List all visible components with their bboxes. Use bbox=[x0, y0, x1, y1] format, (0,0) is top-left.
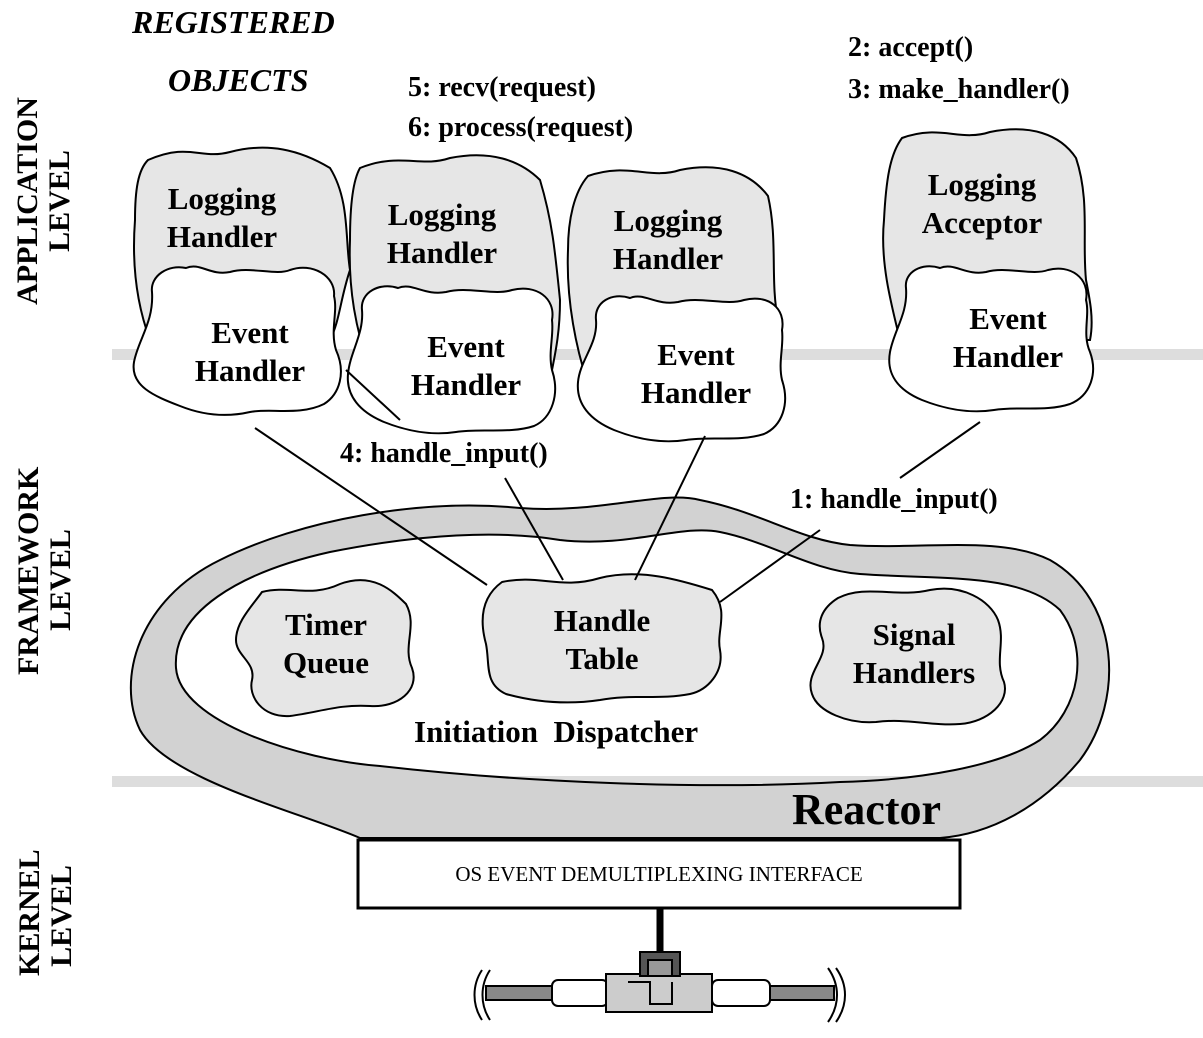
object-1-bottom-label: Event Handler bbox=[195, 314, 305, 390]
object-4-bottom-line1: Event bbox=[969, 301, 1047, 336]
reactor-ring bbox=[129, 496, 1111, 839]
object-1-bottom-line2: Handler bbox=[194, 353, 306, 388]
application-level-line1: APPLICATION bbox=[11, 97, 44, 305]
step-accept-label: 2: accept() bbox=[848, 32, 974, 63]
reactor-label: Reactor bbox=[792, 785, 942, 834]
connector-label4-to-table bbox=[504, 477, 564, 581]
step-handle-input-4-label: 4: handle_input() bbox=[340, 438, 548, 469]
step-make-handler-label: 3: make_handler() bbox=[848, 74, 1070, 105]
object-2-bottom-line1: Event bbox=[427, 329, 505, 364]
object-3-top-line1: Logging bbox=[613, 203, 723, 238]
object-3-bottom-line1: Event bbox=[657, 337, 735, 372]
step-process-label: 6: process(request) bbox=[408, 112, 634, 143]
framework-level-line2: LEVEL bbox=[43, 529, 77, 631]
connector-lines bbox=[254, 369, 981, 603]
object-2-top-label: Logging Handler bbox=[387, 196, 497, 272]
os-interface-label: OS EVENT DEMULTIPLEXING INTERFACE bbox=[455, 862, 863, 886]
object-1-inner bbox=[132, 265, 342, 416]
connector-label1-to-table bbox=[719, 529, 821, 603]
step-recv-label: 5: recv(request) bbox=[408, 72, 596, 103]
object-4-top-line2: Acceptor bbox=[921, 205, 1043, 240]
connector-object3-to-table bbox=[634, 435, 706, 581]
signal-handlers-label: Signal Handlers bbox=[853, 616, 975, 692]
object-1-top-line2: Handler bbox=[166, 219, 278, 254]
object-4-top-label: Logging Acceptor bbox=[922, 166, 1043, 242]
network-connector-icon bbox=[473, 951, 846, 1023]
signal-handlers-blob bbox=[809, 587, 1006, 726]
framework-level-label: FRAMEWORK LEVEL bbox=[12, 466, 85, 675]
object-3-inner bbox=[576, 295, 787, 443]
object-2-top-line2: Handler bbox=[386, 235, 498, 270]
object-2-bottom-label: Event Handler bbox=[411, 328, 521, 404]
application-level-label: APPLICATION LEVEL bbox=[11, 91, 84, 311]
objects-label: OBJECTS bbox=[168, 62, 309, 98]
timer-queue-label: Timer Queue bbox=[283, 606, 369, 682]
application-level-line2: LEVEL bbox=[42, 150, 76, 252]
kernel-level-line1: KERNEL bbox=[13, 849, 46, 976]
handle-table-blob bbox=[481, 573, 723, 704]
object-4-bottom-line2: Handler bbox=[952, 339, 1064, 374]
object-3-top-line2: Handler bbox=[612, 241, 724, 276]
handle-table-label: Handle Table bbox=[554, 602, 650, 678]
registered-label: REGISTERED bbox=[132, 4, 335, 40]
object-2-top-line1: Logging bbox=[387, 197, 497, 232]
initiation-dispatcher-label: Initiation Dispatcher bbox=[414, 714, 699, 749]
kernel-level-line2: LEVEL bbox=[44, 865, 78, 967]
handle-table-line1: Handle bbox=[553, 603, 651, 638]
handle-table-line2: Table bbox=[565, 641, 639, 676]
timer-queue-line2: Queue bbox=[282, 645, 370, 680]
signal-handlers-line2: Handlers bbox=[852, 655, 976, 690]
os-interface-box bbox=[356, 838, 962, 910]
object-2-inner bbox=[346, 285, 557, 435]
timer-queue-line1: Timer bbox=[284, 607, 368, 642]
framework-kernel-divider bbox=[112, 776, 1203, 787]
signal-handlers-line1: Signal bbox=[872, 617, 956, 652]
kernel-level-label: KERNEL LEVEL bbox=[13, 849, 86, 976]
connector-object1-to-table bbox=[254, 427, 488, 586]
object-4-inner bbox=[888, 265, 1095, 413]
object-1-bottom-line1: Event bbox=[211, 315, 289, 350]
step-handle-input-1-label: 1: handle_input() bbox=[790, 484, 998, 515]
object-3-bottom-line2: Handler bbox=[640, 375, 752, 410]
object-2-bottom-line2: Handler bbox=[410, 367, 522, 402]
object-1-top-line1: Logging bbox=[167, 181, 277, 216]
object-4-top-line1: Logging bbox=[927, 167, 1037, 202]
timer-queue-blob bbox=[234, 579, 415, 718]
object-4-bottom-label: Event Handler bbox=[953, 300, 1063, 376]
framework-level-line1: FRAMEWORK bbox=[12, 466, 45, 675]
connector-object4-to-label1 bbox=[899, 421, 981, 479]
object-1-top-label: Logging Handler bbox=[167, 180, 277, 256]
connector-object2-to-table bbox=[345, 369, 401, 421]
object-3-top-label: Logging Handler bbox=[613, 202, 723, 278]
object-3-bottom-label: Event Handler bbox=[641, 336, 751, 412]
